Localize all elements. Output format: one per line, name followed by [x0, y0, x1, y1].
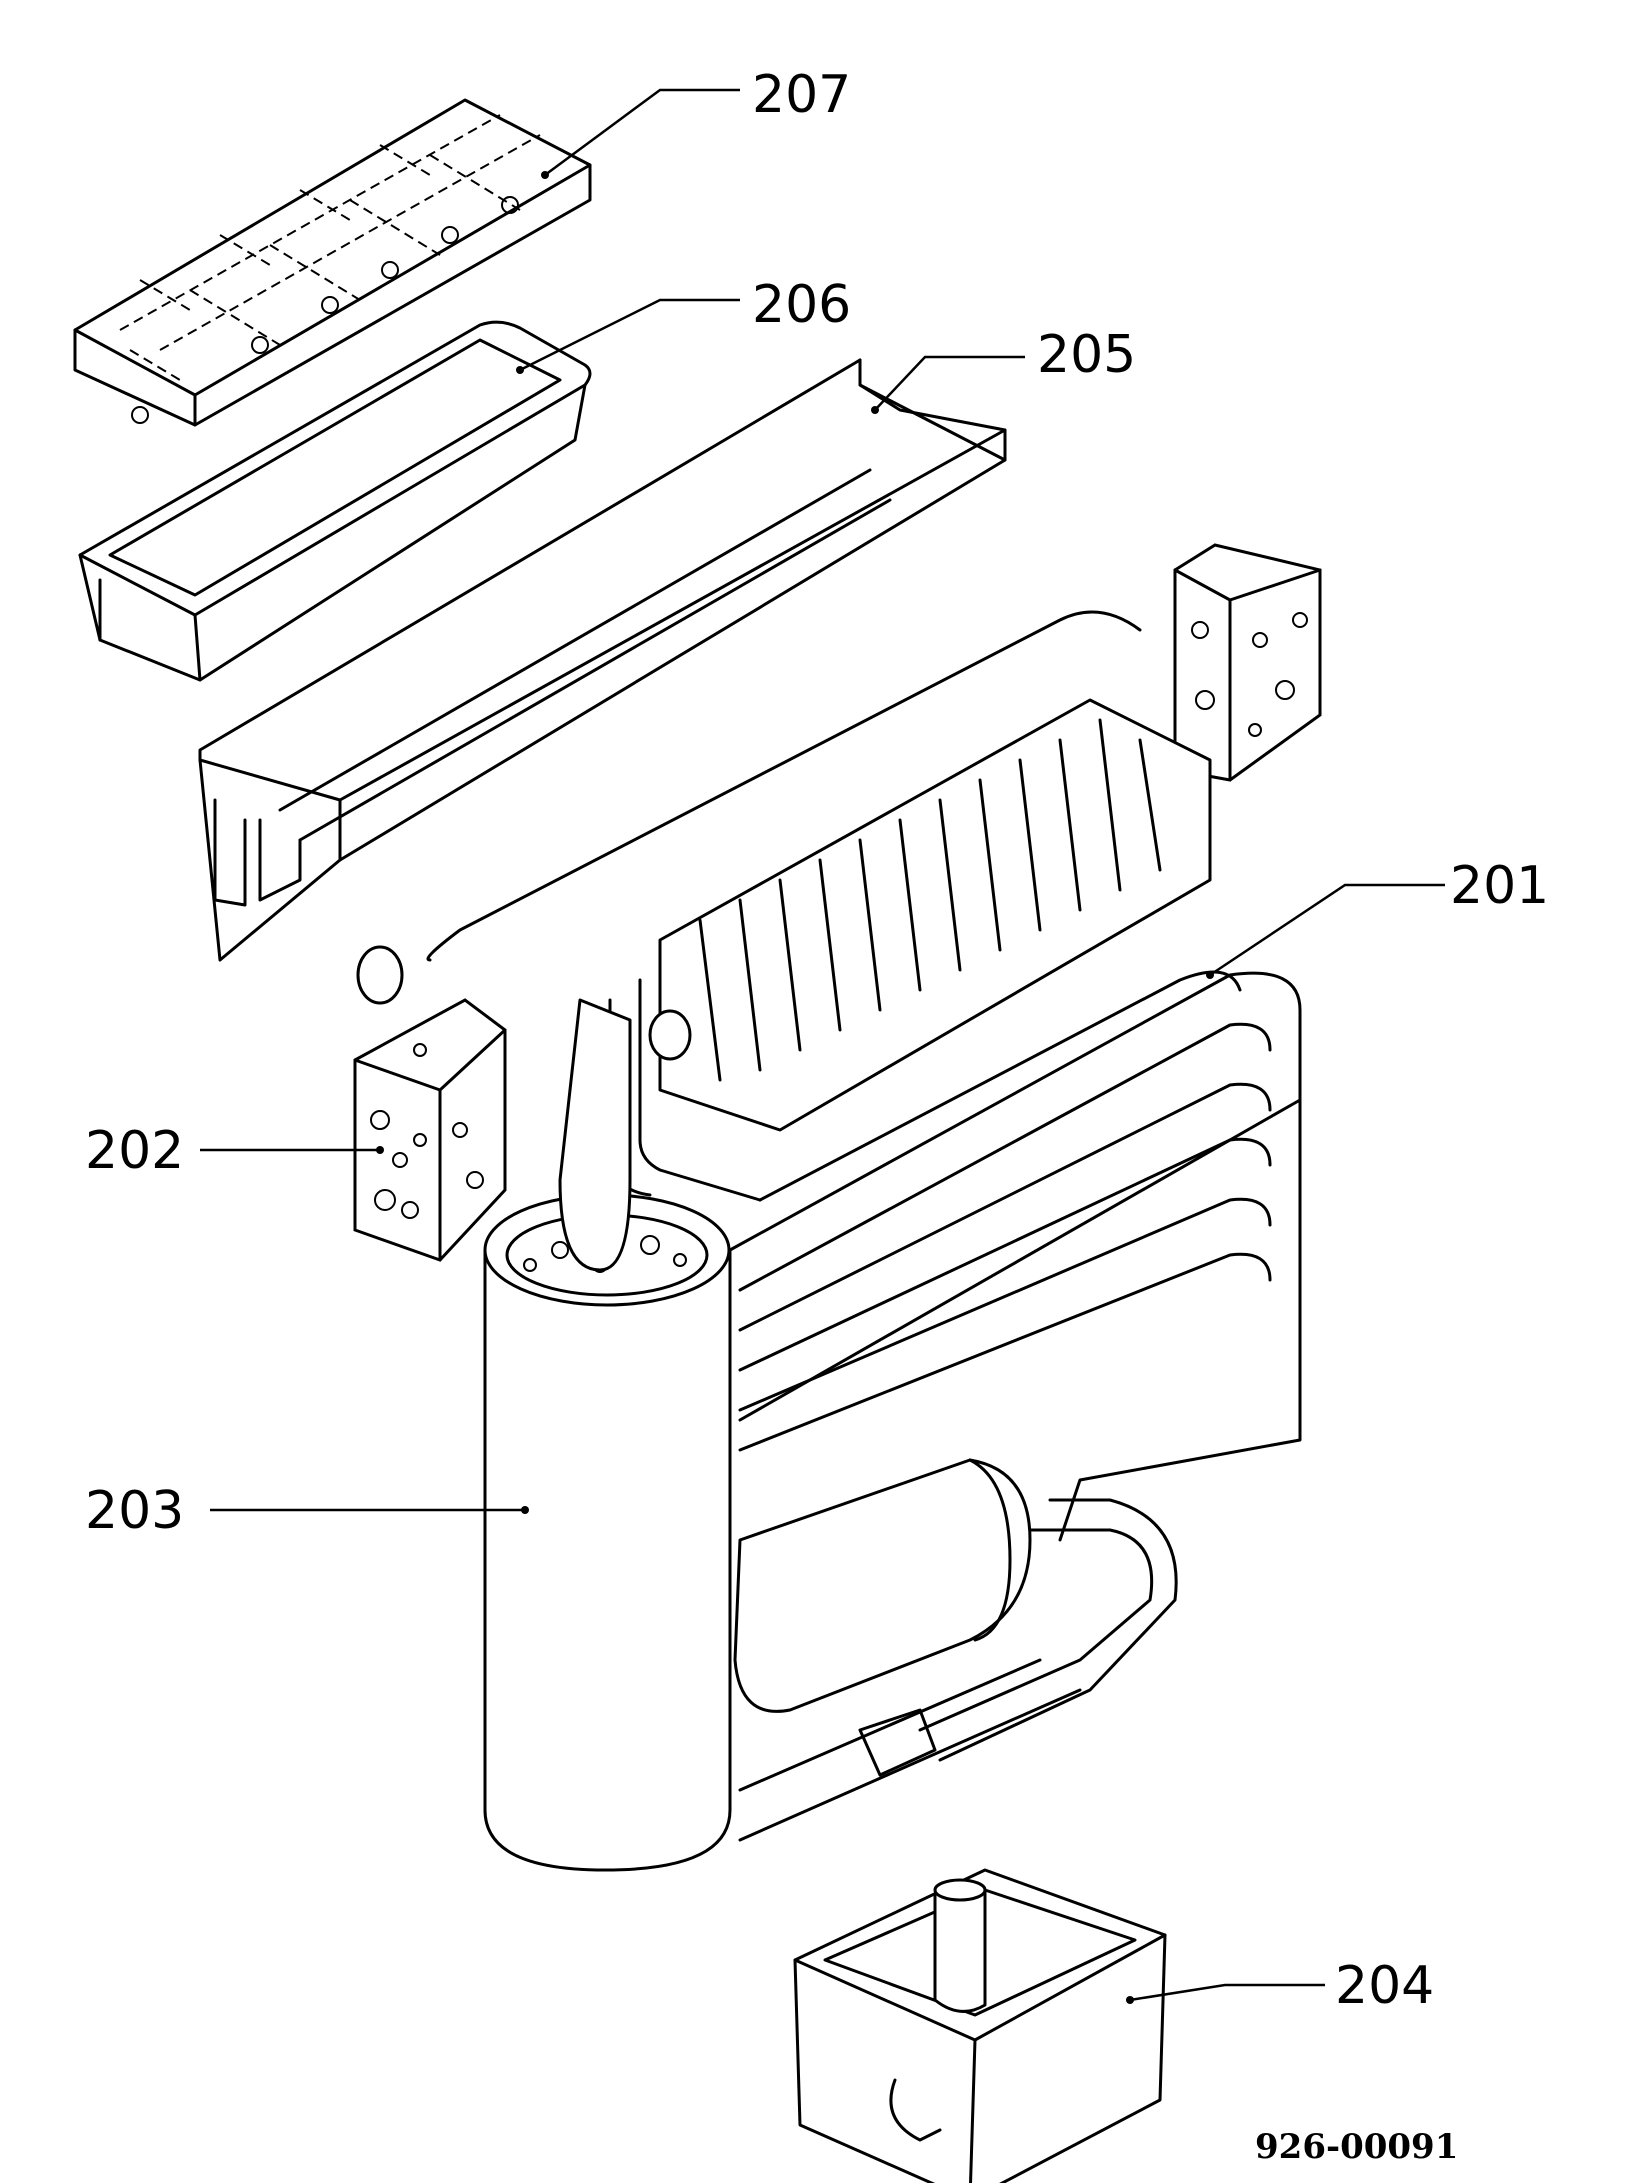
callout-201: 201	[1450, 856, 1549, 916]
leader-lines	[200, 88, 1445, 2004]
callout-206: 206	[752, 275, 851, 335]
callout-205: 205	[1037, 325, 1136, 385]
callout-204: 204	[1335, 1956, 1434, 2016]
insulation-block-left	[353, 998, 507, 1262]
ice-cube-tray	[73, 98, 592, 427]
drip-tray	[78, 320, 592, 682]
callout-207: 207	[752, 65, 851, 125]
drip-pan	[793, 1868, 1167, 2183]
callout-203: 203	[85, 1481, 184, 1541]
mounting-rail	[198, 358, 1007, 962]
figure-reference-number: 926-00091	[1255, 2127, 1458, 2167]
insulation-block-right	[1173, 543, 1322, 782]
callout-202: 202	[85, 1121, 184, 1181]
cooling-unit	[356, 610, 1302, 1842]
burner-cylinder	[483, 998, 732, 1872]
